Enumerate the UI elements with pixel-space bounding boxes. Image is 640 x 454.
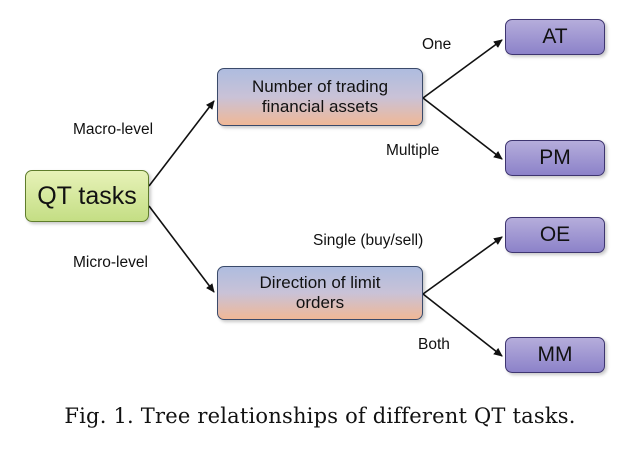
leaf-oe-label: OE	[539, 222, 571, 246]
node-assets-line-2: financial assets	[261, 97, 379, 116]
root-node-label: QT tasks	[37, 181, 137, 210]
node-direction-line-2: orders	[295, 293, 345, 312]
edge-root-to-assets	[148, 100, 215, 187]
leaf-node-at: AT	[505, 19, 605, 55]
node-direction-of-limit-orders: Direction of limit orders	[217, 266, 423, 320]
figure-caption: Fig. 1. Tree relationships of different …	[64, 404, 576, 428]
edge-label-micro-level: Micro-level	[73, 254, 148, 271]
leaf-node-oe: OE	[505, 217, 605, 253]
edge-direction-to-oe	[422, 236, 503, 295]
leaf-pm-label: PM	[539, 145, 571, 169]
edge-root-to-direction	[148, 205, 215, 293]
node-direction-line-1: Direction of limit	[259, 273, 381, 293]
edge-assets-to-at	[422, 39, 503, 99]
node-number-of-trading-assets: Number of trading financial assets	[217, 68, 423, 126]
edge-label-one: One	[422, 36, 452, 53]
root-node-qt-tasks: QT tasks	[25, 170, 149, 222]
edge-label-both: Both	[418, 336, 450, 353]
edge-label-multiple: Multiple	[386, 142, 440, 159]
edge-direction-to-mm	[422, 293, 503, 357]
node-assets-line-1: Number of trading	[251, 77, 389, 97]
leaf-node-mm: MM	[505, 337, 605, 373]
leaf-mm-label: MM	[537, 342, 573, 366]
edge-label-single: Single (buy/sell)	[313, 232, 424, 249]
leaf-node-pm: PM	[505, 140, 605, 176]
edge-label-macro-level: Macro-level	[73, 121, 154, 138]
edge-assets-to-pm	[422, 97, 503, 160]
leaf-at-label: AT	[542, 24, 568, 48]
